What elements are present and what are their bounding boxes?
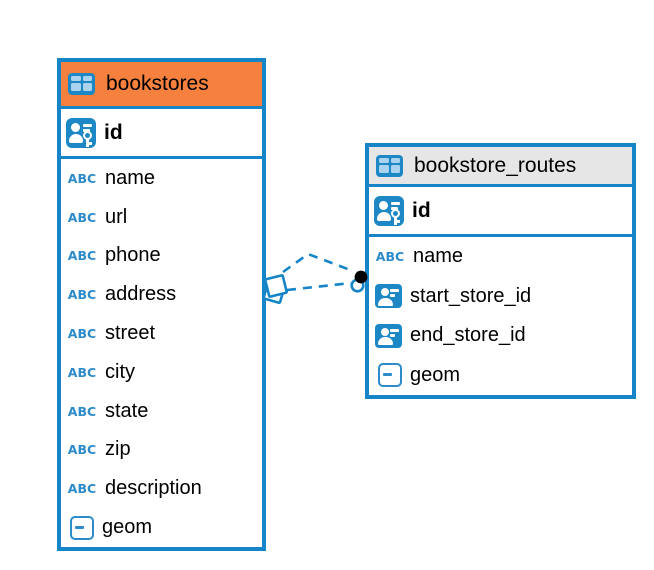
column-label: city bbox=[105, 360, 135, 383]
text-type-icon: ABC bbox=[67, 326, 97, 342]
table-title: bookstore_routes bbox=[414, 153, 577, 177]
reference-user-icon bbox=[375, 284, 402, 309]
primary-key-user-key-icon bbox=[374, 195, 404, 226]
text-type-icon: ABC bbox=[67, 209, 97, 225]
entity-table-bookstores[interactable]: bookstores id ABC name ABC url ABC phone bbox=[57, 58, 266, 551]
column-label: url bbox=[105, 205, 128, 228]
column-row[interactable]: geom bbox=[61, 508, 262, 547]
text-type-icon: ABC bbox=[67, 287, 97, 303]
column-row[interactable]: ABC address bbox=[61, 275, 262, 314]
column-label: description bbox=[105, 477, 202, 500]
column-row[interactable]: ABC url bbox=[61, 198, 262, 237]
column-label: end_store_id bbox=[410, 324, 526, 347]
entity-table-bookstore-routes[interactable]: bookstore_routes id ABC name start_store… bbox=[365, 143, 636, 399]
column-label: start_store_id bbox=[410, 284, 532, 307]
relationship-line[interactable] bbox=[282, 252, 354, 274]
column-row[interactable]: ABC state bbox=[61, 392, 262, 431]
column-label: address bbox=[105, 283, 177, 306]
column-list: ABC name ABC url ABC phone ABC address A… bbox=[61, 159, 262, 547]
column-row[interactable]: ABC name bbox=[61, 159, 262, 198]
primary-key-label: id bbox=[104, 120, 123, 144]
stacked-squares-end-marker[interactable] bbox=[262, 274, 288, 305]
column-label: zip bbox=[105, 438, 131, 461]
column-list: ABC name start_store_id end_store_id geo… bbox=[369, 237, 632, 395]
primary-key-user-key-icon bbox=[66, 117, 96, 148]
marker-square-front bbox=[264, 274, 288, 298]
column-label: geom bbox=[102, 516, 153, 539]
table-title: bookstores bbox=[106, 72, 209, 95]
marker-square-back bbox=[262, 280, 286, 305]
table-icon bbox=[376, 154, 403, 177]
column-row[interactable]: ABC description bbox=[61, 469, 262, 508]
column-row[interactable]: ABC phone bbox=[61, 237, 262, 276]
column-label: phone bbox=[105, 244, 161, 267]
primary-key-label: id bbox=[412, 198, 431, 222]
column-label: name bbox=[105, 166, 156, 189]
geometry-type-icon bbox=[378, 363, 402, 388]
column-row[interactable]: geom bbox=[369, 356, 632, 396]
column-row[interactable]: ABC zip bbox=[61, 431, 262, 470]
marker-ring bbox=[350, 278, 365, 293]
geometry-type-icon bbox=[70, 515, 94, 540]
column-label: name bbox=[413, 245, 464, 268]
column-row[interactable]: end_store_id bbox=[369, 316, 632, 356]
column-row[interactable]: ABC city bbox=[61, 353, 262, 392]
primary-key-row[interactable]: id bbox=[61, 109, 262, 159]
relationship-line[interactable] bbox=[286, 281, 352, 292]
column-label: street bbox=[105, 322, 156, 345]
reference-user-icon bbox=[375, 323, 402, 348]
text-type-icon: ABC bbox=[375, 249, 405, 265]
text-type-icon: ABC bbox=[67, 170, 97, 186]
text-type-icon: ABC bbox=[67, 403, 97, 419]
table-header-bookstore-routes[interactable]: bookstore_routes bbox=[369, 147, 632, 187]
text-type-icon: ABC bbox=[67, 442, 97, 458]
text-type-icon: ABC bbox=[67, 248, 97, 264]
column-row[interactable]: ABC name bbox=[369, 237, 632, 277]
column-label: geom bbox=[410, 363, 461, 386]
column-row[interactable]: ABC street bbox=[61, 314, 262, 353]
primary-key-row[interactable]: id bbox=[369, 187, 632, 237]
text-type-icon: ABC bbox=[67, 364, 97, 380]
table-icon bbox=[68, 73, 95, 95]
table-header-bookstores[interactable]: bookstores bbox=[61, 62, 262, 109]
text-type-icon: ABC bbox=[67, 481, 97, 497]
column-label: state bbox=[105, 399, 149, 422]
column-row[interactable]: start_store_id bbox=[369, 277, 632, 317]
